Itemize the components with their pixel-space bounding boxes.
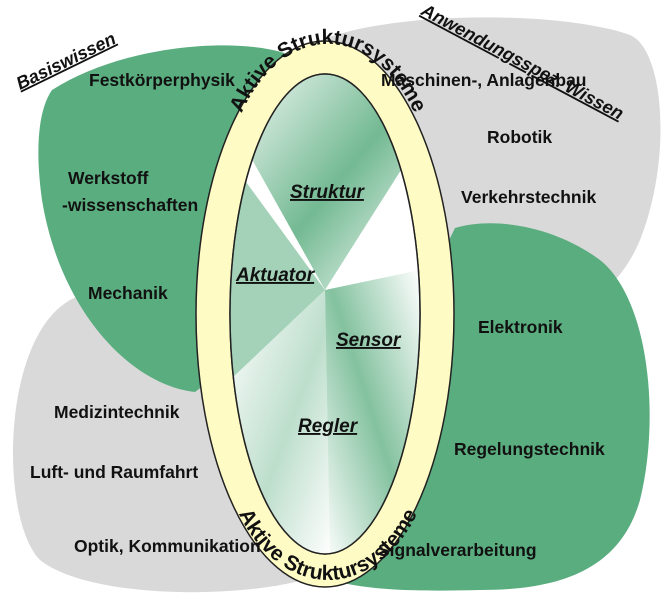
topic-materials-2: -wissenschaften	[62, 195, 198, 215]
topic-control: Regelungstechnik	[454, 439, 605, 459]
topic-optics: Optik, Kommunikation	[74, 536, 261, 556]
topic-robotics: Robotik	[487, 127, 552, 147]
core-controller: Regler	[298, 416, 359, 437]
topic-mechanics: Mechanik	[88, 283, 168, 303]
topic-aerospace: Luft- und Raumfahrt	[30, 462, 198, 482]
topic-signal: Signalverarbeitung	[378, 540, 537, 560]
topic-medical: Medizintechnik	[54, 402, 180, 422]
topic-machines: Maschinen-, Anlagenbau	[381, 70, 587, 90]
core-sensor: Sensor	[336, 330, 402, 351]
core-structure: Struktur	[290, 182, 366, 203]
topic-solid-state: Festkörperphysik	[89, 70, 235, 90]
topic-traffic: Verkehrstechnik	[461, 187, 596, 207]
topic-materials-1: Werkstoff	[68, 168, 149, 188]
core-actuator: Aktuator	[235, 265, 316, 286]
topic-electronics: Elektronik	[478, 317, 563, 337]
core-swirl	[230, 74, 420, 554]
